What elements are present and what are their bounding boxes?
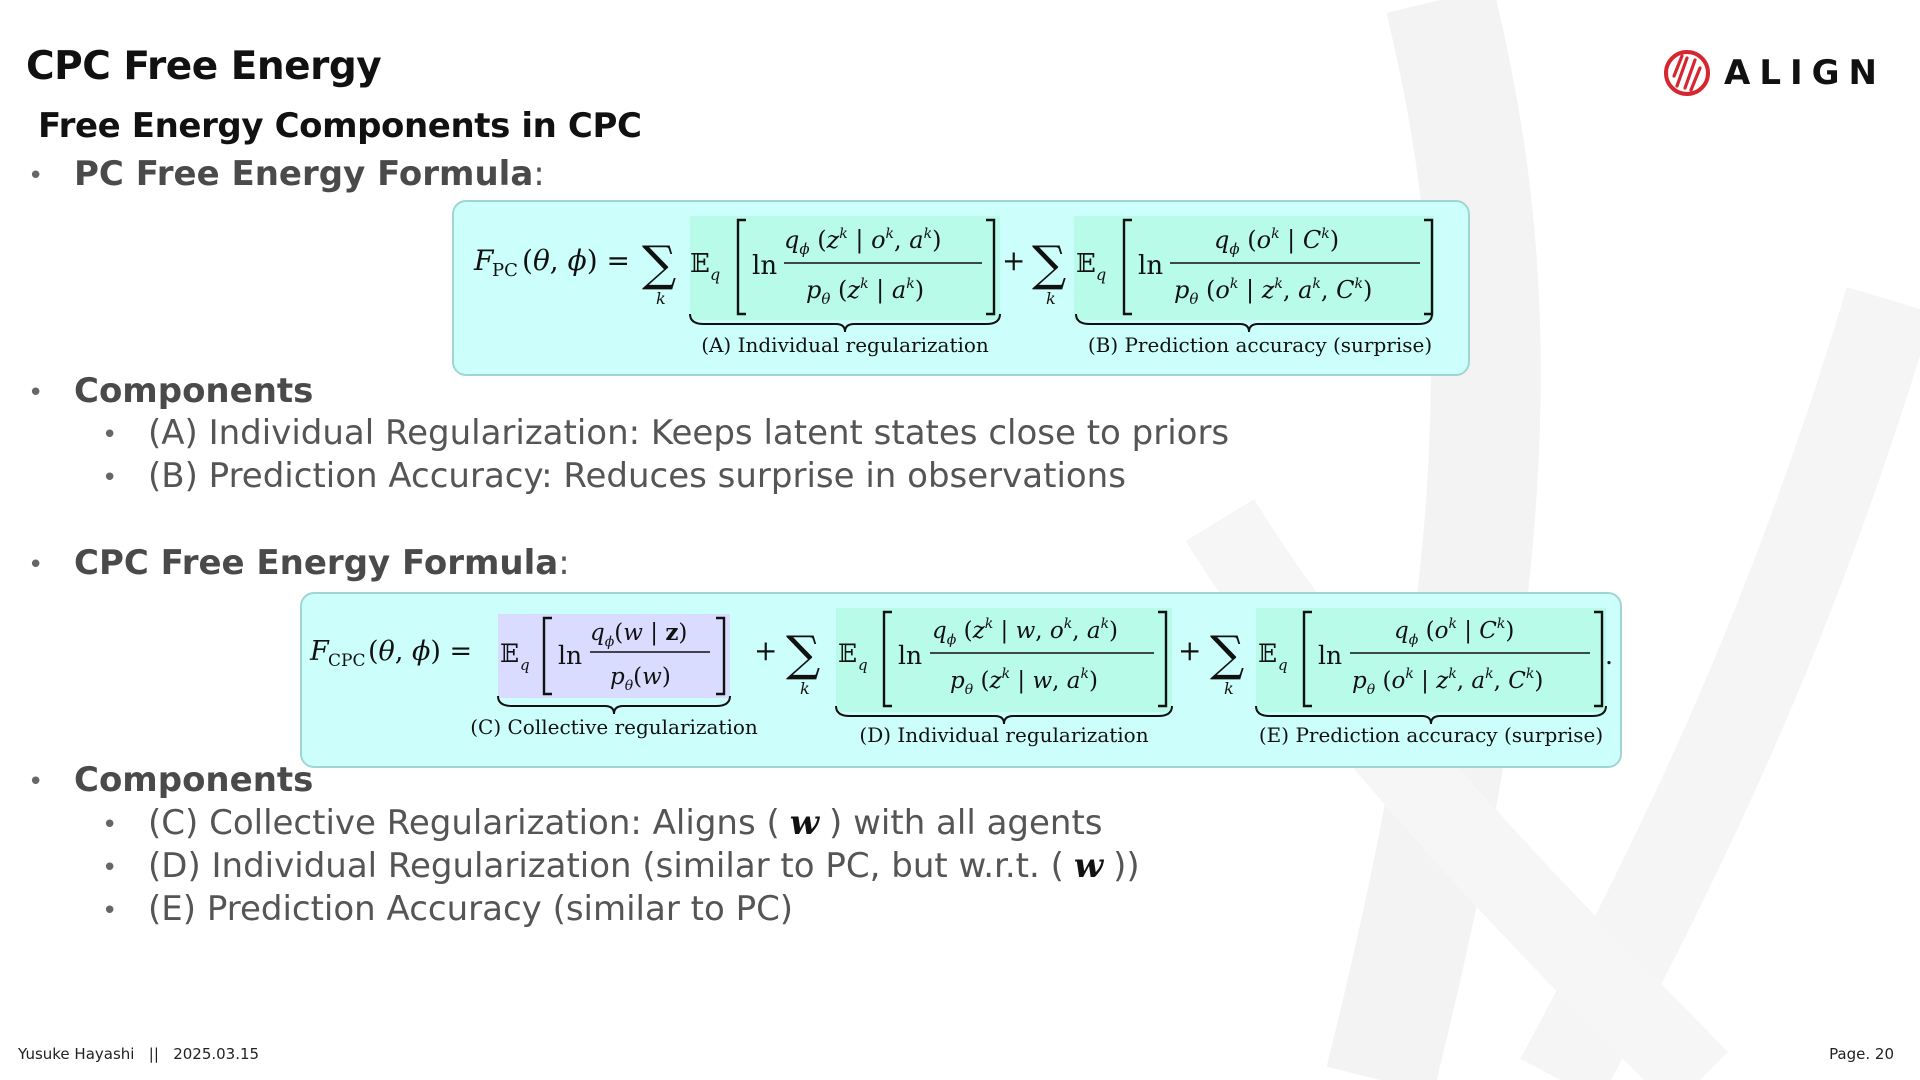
label-d: (D) Individual regularization — [859, 723, 1148, 747]
svg-text:q: q — [858, 656, 868, 674]
label-a: (A) Individual regularization — [701, 333, 989, 357]
svg-text:ln: ln — [898, 641, 922, 670]
bullet-dot: • — [102, 809, 118, 840]
svg-text:k: k — [1046, 289, 1056, 308]
svg-text:k: k — [800, 679, 810, 698]
slide-title: CPC Free Energy — [26, 44, 382, 89]
term-b-highlight — [1074, 216, 1434, 320]
svg-text:(θ, ϕ) =: (θ, ϕ) = — [368, 636, 472, 667]
cpc-formula: F CPC (θ, ϕ) = 𝔼 q ln qϕ(w | z) pθ(w) + … — [309, 608, 1613, 747]
svg-text:q: q — [520, 656, 530, 674]
svg-text:𝔼: 𝔼 — [500, 639, 519, 668]
cpc-formula-bullet: •CPC Free Energy Formula: — [28, 543, 570, 583]
svg-text:+: + — [1002, 244, 1025, 277]
svg-text:ln: ln — [1138, 251, 1163, 281]
svg-text:k: k — [656, 289, 666, 308]
footer-separator: || — [148, 1045, 159, 1063]
bullet-dot: • — [102, 895, 118, 926]
term-d-highlight — [836, 608, 1172, 712]
footer-date: 2025.03.15 — [173, 1045, 260, 1063]
cpc-components-bullet: • Components — [28, 760, 313, 800]
svg-text:ln: ln — [558, 641, 582, 670]
svg-text:q: q — [1096, 265, 1106, 284]
cpc-formula-heading: CPC Free Energy Formula — [74, 543, 559, 583]
pc-formula-box: F PC (θ, ϕ) = ∑ k 𝔼 q ln qϕ (zk | ok, ak… — [452, 200, 1470, 376]
bullet-dot: • — [28, 766, 44, 797]
brand-logo: ALIGN — [1662, 48, 1886, 98]
svg-text:+: + — [1178, 634, 1201, 667]
svg-text:pθ (ok | zk, ak, Ck): pθ (ok | zk, ak, Ck) — [1174, 276, 1372, 308]
page-number: Page. 20 — [1829, 1045, 1894, 1063]
svg-text:(θ, ϕ) =: (θ, ϕ) = — [522, 244, 630, 277]
pc-component-item: •(B) Prediction Accuracy: Reduces surpri… — [102, 456, 1126, 496]
svg-text:CPC: CPC — [328, 651, 365, 671]
bullet-dot: • — [28, 160, 44, 191]
svg-text:q: q — [1278, 656, 1288, 674]
svg-text:q: q — [710, 265, 720, 284]
pc-formula: F PC (θ, ϕ) = ∑ k 𝔼 q ln qϕ (zk | ok, ak… — [473, 216, 1434, 357]
cpc-components-heading: Components — [74, 760, 314, 800]
bullet-dot: • — [102, 462, 118, 493]
brand-name: ALIGN — [1724, 53, 1886, 93]
svg-text:pθ (ok | zk, ak, Ck): pθ (ok | zk, ak, Ck) — [1352, 666, 1543, 698]
svg-text:F: F — [309, 636, 330, 667]
align-logo-icon — [1664, 50, 1710, 96]
svg-text:∑: ∑ — [1210, 626, 1244, 682]
cpc-component-item: •(D) Individual Regularization (similar … — [102, 846, 1140, 886]
svg-text:qϕ (zk | w, ok, ak): qϕ (zk | w, ok, ak) — [932, 616, 1118, 648]
svg-text:∑: ∑ — [1032, 236, 1066, 292]
pc-components-bullet: • Components — [28, 371, 313, 411]
svg-text:k: k — [1224, 679, 1234, 698]
svg-text:pθ (zk | w, ak): pθ (zk | w, ak) — [950, 666, 1098, 698]
pc-component-item: •(A) Individual Regularization: Keeps la… — [102, 413, 1230, 453]
w-symbol: w — [1073, 846, 1104, 886]
cpc-component-item: •(E) Prediction Accuracy (similar to PC) — [102, 889, 794, 929]
svg-text:𝔼: 𝔼 — [690, 249, 710, 279]
svg-text:𝔼: 𝔼 — [1076, 249, 1096, 279]
svg-text:PC: PC — [492, 260, 518, 281]
footer-author: Yusuke Hayashi — [18, 1045, 135, 1063]
label-b: (B) Prediction accuracy (surprise) — [1088, 333, 1432, 357]
pc-formula-bullet: •PC Free Energy Formula: — [28, 154, 545, 194]
svg-text:ln: ln — [1318, 641, 1342, 670]
bullet-dot: • — [102, 419, 118, 450]
term-c-highlight — [498, 614, 730, 698]
pc-formula-heading: PC Free Energy Formula — [74, 154, 534, 194]
svg-text:ln: ln — [752, 251, 777, 281]
cpc-formula-box: F CPC (θ, ϕ) = 𝔼 q ln qϕ(w | z) pθ(w) + … — [300, 592, 1622, 768]
label-e: (E) Prediction accuracy (surprise) — [1259, 723, 1603, 747]
bullet-dot: • — [28, 549, 44, 580]
svg-text:𝔼: 𝔼 — [1258, 639, 1277, 668]
bullet-dot: • — [102, 852, 118, 883]
svg-text:F: F — [473, 244, 495, 277]
svg-text:qϕ(w | z): qϕ(w | z) — [590, 619, 687, 650]
svg-text:𝔼: 𝔼 — [838, 639, 857, 668]
svg-text:.: . — [1605, 641, 1613, 670]
cpc-component-item: •(C) Collective Regularization: Aligns (… — [102, 803, 1103, 843]
w-symbol: w — [789, 803, 820, 843]
section-subtitle: Free Energy Components in CPC — [38, 106, 642, 146]
svg-text:qϕ (zk | ok, ak): qϕ (zk | ok, ak) — [784, 226, 941, 258]
term-e-highlight — [1256, 608, 1606, 712]
pc-components-heading: Components — [74, 371, 314, 411]
bullet-dot: • — [28, 377, 44, 408]
svg-text:pθ(w): pθ(w) — [610, 664, 671, 694]
footer-meta: Yusuke Hayashi || 2025.03.15 — [18, 1045, 259, 1063]
svg-text:+: + — [754, 634, 777, 667]
svg-text:∑: ∑ — [642, 236, 676, 292]
svg-text:∑: ∑ — [786, 626, 820, 682]
term-a-highlight — [690, 216, 1000, 320]
label-c: (C) Collective regularization — [470, 715, 758, 739]
